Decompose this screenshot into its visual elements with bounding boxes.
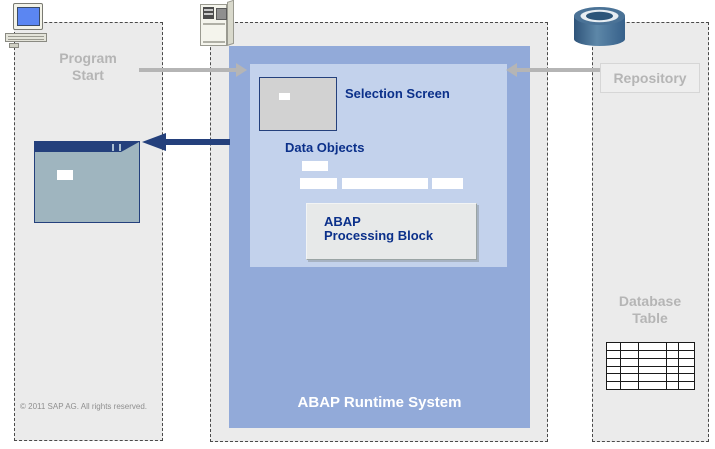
desktop-computer-icon (5, 3, 49, 49)
database-table-label: Database Table (597, 293, 703, 327)
program-start-label: Program Start (38, 50, 138, 84)
keyboard-shape (5, 33, 47, 42)
window-corner-fold (121, 142, 139, 152)
processing-block-label-line2: Processing Block (324, 228, 434, 243)
window-button-separator (112, 144, 114, 151)
server-side-shape (227, 0, 234, 46)
server-tower-shape (200, 4, 227, 46)
abap-processing-block: ABAP Processing Block (306, 203, 477, 260)
selection-screen-label: Selection Screen (345, 86, 450, 101)
server-vent-shape (203, 41, 225, 43)
server-drive-shape (216, 8, 227, 20)
program-start-label-line2: Start (72, 67, 104, 83)
window-button-separator (119, 144, 121, 151)
output-window-graphic (34, 141, 140, 223)
program-start-arrow-line (139, 68, 237, 72)
program-start-label-line1: Program (59, 50, 117, 66)
data-object-bar (302, 161, 328, 171)
repository-label: Repository (613, 70, 687, 86)
data-object-bar (432, 178, 463, 189)
selection-screen-placeholder (279, 93, 290, 100)
computer-base-shape (9, 43, 19, 48)
program-start-arrow-head-icon (236, 63, 247, 77)
repository-arrow-head-icon (506, 63, 517, 77)
processing-block-label: ABAP Processing Block (324, 215, 433, 243)
database-table-label-line1: Database (618, 293, 682, 309)
window-content-placeholder (57, 170, 73, 180)
copyright-text: © 2011 SAP AG. All rights reserved. (20, 402, 147, 411)
repository-arrow-line (517, 68, 600, 72)
data-objects-label: Data Objects (285, 140, 365, 155)
runtime-output-arrow-line (165, 139, 230, 145)
program-start-panel (14, 22, 163, 441)
database-table-label-line2: Table (632, 310, 668, 326)
selection-screen-graphic (259, 77, 337, 131)
repository-label-box: Repository (600, 63, 700, 93)
abap-runtime-system-title: ABAP Runtime System (297, 394, 462, 411)
monitor-shape (13, 3, 43, 30)
table-grid-graphic (606, 342, 695, 390)
server-vent-shape (203, 23, 225, 25)
monitor-screen-shape (17, 7, 40, 26)
server-slots-shape (203, 7, 214, 19)
database-cylinder-icon (571, 3, 628, 48)
processing-block-label-line1: ABAP (324, 214, 361, 229)
window-titlebar (35, 142, 139, 152)
data-object-bar (300, 178, 337, 189)
server-icon (200, 0, 235, 48)
runtime-output-arrow-head-icon (142, 133, 166, 151)
data-object-bar (342, 178, 428, 189)
